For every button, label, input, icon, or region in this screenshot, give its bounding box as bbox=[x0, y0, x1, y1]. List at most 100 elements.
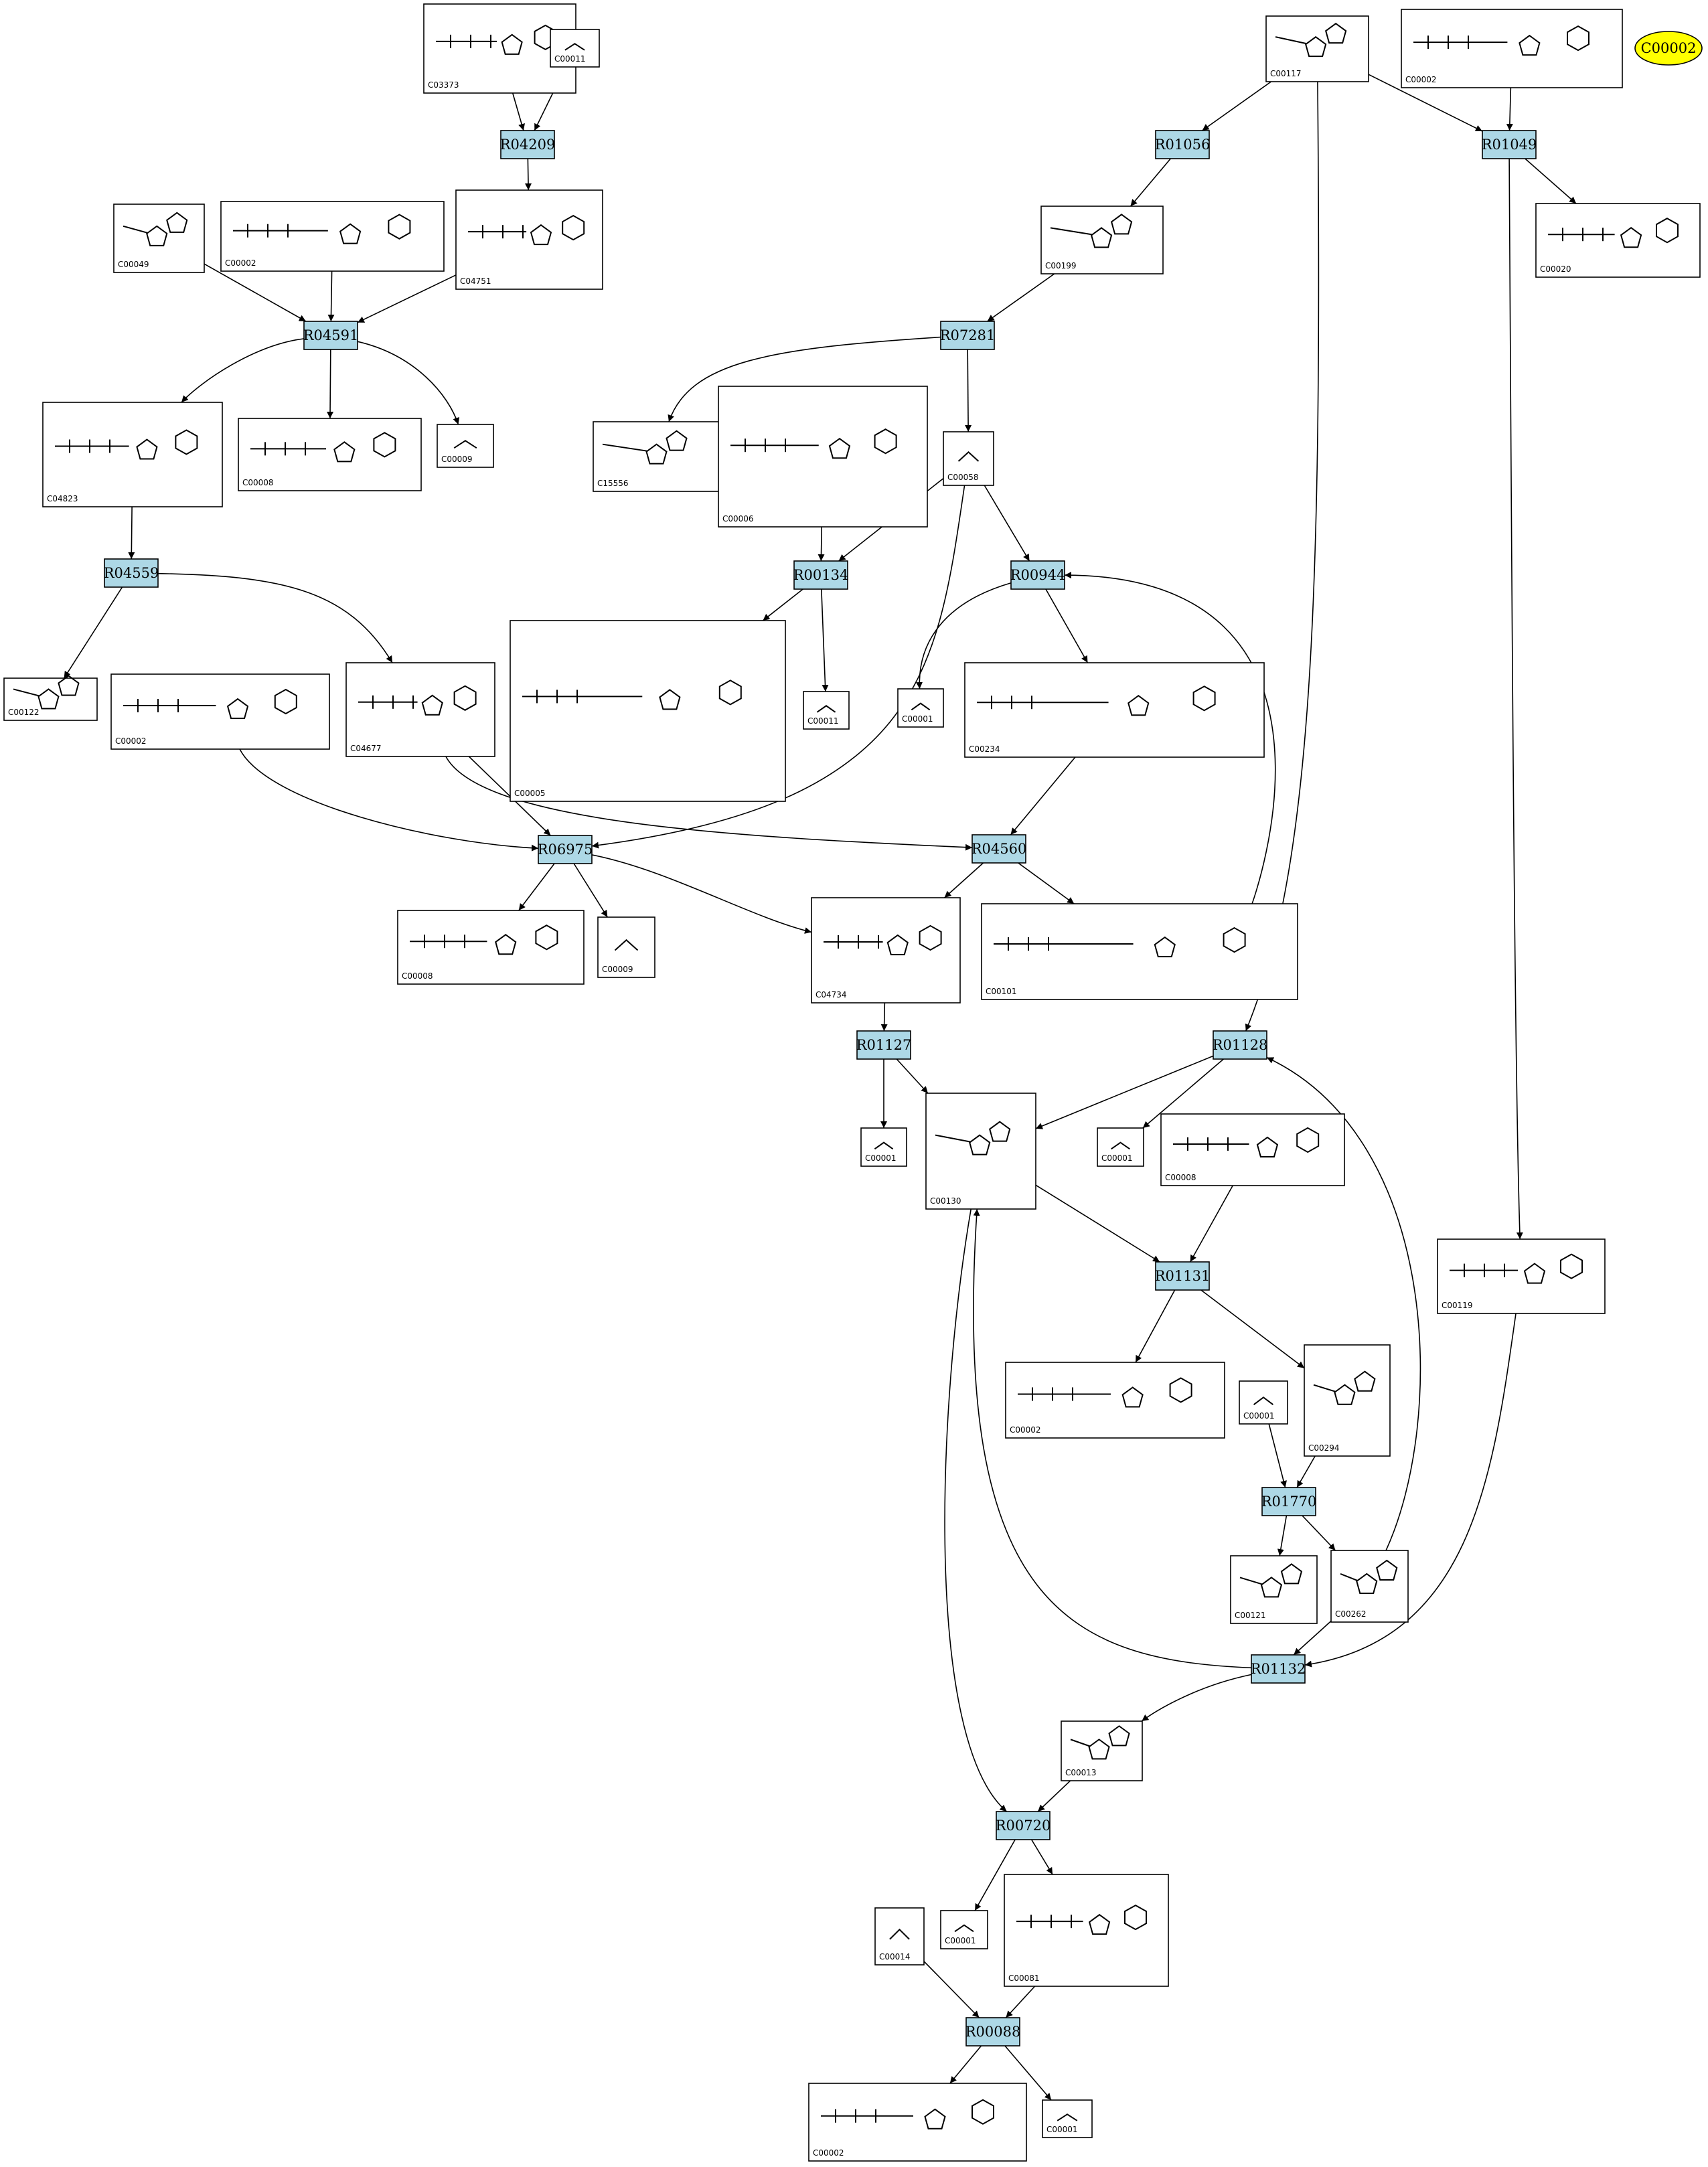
compound-node[interactable]: C00005 bbox=[510, 620, 786, 802]
structure-drawing bbox=[911, 702, 931, 711]
edge-R00720-c00001e bbox=[974, 1839, 1016, 1911]
structure-drawing bbox=[1018, 1377, 1192, 1408]
compound-box bbox=[808, 2083, 1027, 2162]
reaction-label: R04591 bbox=[303, 327, 359, 343]
compound-node[interactable]: C00011 bbox=[803, 691, 850, 730]
reaction-node[interactable]: R01127 bbox=[856, 1030, 912, 1060]
edge-R01132-c00013 bbox=[1141, 1674, 1252, 1722]
compound-node[interactable]: C00020 bbox=[1535, 203, 1701, 278]
compound-node[interactable]: C00002 bbox=[110, 673, 330, 750]
compound-label: C00001 bbox=[902, 714, 933, 724]
compound-node[interactable]: C00130 bbox=[925, 1093, 1036, 1210]
compound-node[interactable]: C15556 bbox=[593, 421, 721, 492]
edge-c00117-R01056 bbox=[1202, 81, 1271, 131]
compound-node[interactable]: C00001 bbox=[1239, 1380, 1288, 1425]
compound-node[interactable]: C00002 bbox=[1005, 1362, 1225, 1439]
edge-R06975-c00009b bbox=[573, 863, 608, 918]
compound-label: C00005 bbox=[514, 789, 546, 798]
compound-node[interactable]: C04677 bbox=[345, 662, 495, 757]
reaction-node[interactable]: R01128 bbox=[1213, 1030, 1268, 1060]
compound-box bbox=[943, 431, 994, 486]
compound-node[interactable]: C00001 bbox=[860, 1127, 907, 1167]
compound-node[interactable]: C04823 bbox=[42, 402, 223, 507]
reaction-node[interactable]: R04591 bbox=[303, 321, 359, 350]
edge-R01131-c00294 bbox=[1200, 1289, 1305, 1369]
compound-box bbox=[1330, 1550, 1409, 1623]
compound-node[interactable]: C00013 bbox=[1061, 1720, 1143, 1781]
compound-node[interactable]: C00008 bbox=[397, 910, 585, 985]
reaction-node[interactable]: R06975 bbox=[538, 835, 593, 864]
edge-c00058-R00944 bbox=[984, 485, 1030, 562]
reaction-box bbox=[996, 1811, 1051, 1840]
edge-c04677-R04560 bbox=[445, 756, 973, 851]
compound-box bbox=[510, 620, 786, 802]
edge-c04751-R04591 bbox=[357, 274, 457, 323]
compound-label: C03373 bbox=[428, 80, 459, 90]
reaction-node[interactable]: R00720 bbox=[996, 1811, 1051, 1840]
compound-node[interactable]: C00002 bbox=[220, 201, 445, 272]
compound-label: C00002 bbox=[1010, 1425, 1041, 1435]
selected-compound[interactable]: C00002 bbox=[1634, 31, 1703, 66]
compound-node[interactable]: C00119 bbox=[1437, 1238, 1606, 1314]
compound-node[interactable]: C00009 bbox=[437, 424, 494, 468]
structure-drawing bbox=[55, 429, 198, 460]
reaction-node[interactable]: R00088 bbox=[965, 2017, 1021, 2046]
edge-R01770-c00121 bbox=[1277, 1515, 1288, 1556]
compound-node[interactable]: C04734 bbox=[811, 897, 961, 1004]
reaction-node[interactable]: R07281 bbox=[940, 321, 996, 350]
compound-node[interactable]: C00122 bbox=[3, 675, 98, 721]
compound-node[interactable]: C04751 bbox=[455, 189, 603, 290]
compound-node[interactable]: C00081 bbox=[1004, 1874, 1169, 1987]
compound-label: C00013 bbox=[1065, 1768, 1097, 1777]
structure-drawing bbox=[977, 686, 1216, 716]
structure-drawing bbox=[1070, 1725, 1130, 1760]
compound-node[interactable]: C00001 bbox=[940, 1910, 988, 1949]
reaction-node[interactable]: R01132 bbox=[1251, 1654, 1306, 1684]
reaction-node[interactable]: R04560 bbox=[972, 834, 1027, 864]
compound-label: C00014 bbox=[879, 1952, 911, 1961]
compound-node[interactable]: C00002 bbox=[1401, 9, 1623, 88]
compound-node[interactable]: C00001 bbox=[897, 688, 944, 728]
compound-node[interactable]: C00199 bbox=[1040, 206, 1164, 274]
structure-drawing bbox=[1275, 23, 1347, 58]
compound-node[interactable]: C00101 bbox=[981, 903, 1298, 1000]
reaction-box bbox=[1155, 130, 1210, 159]
structure-drawing bbox=[935, 1121, 1011, 1155]
reaction-node[interactable]: R01131 bbox=[1155, 1261, 1211, 1291]
edge-R00088-c00002e bbox=[949, 2045, 982, 2084]
compound-node[interactable]: C00001 bbox=[1042, 2099, 1093, 2138]
reaction-node[interactable]: R01770 bbox=[1261, 1487, 1317, 1516]
compound-node[interactable]: C00008 bbox=[1160, 1113, 1345, 1186]
edge-R00944-c00234 bbox=[1045, 588, 1089, 663]
compound-box bbox=[1437, 1238, 1606, 1314]
reaction-node[interactable]: R00944 bbox=[1010, 560, 1066, 590]
compound-node[interactable]: C00014 bbox=[874, 1907, 925, 1965]
compound-box bbox=[940, 1910, 988, 1949]
edge-R01056-c00199 bbox=[1130, 158, 1171, 207]
compound-node[interactable]: C00121 bbox=[1230, 1555, 1318, 1624]
reaction-node[interactable]: R00134 bbox=[793, 560, 849, 590]
compound-node[interactable]: C00058 bbox=[943, 431, 994, 486]
compound-node[interactable]: C00001 bbox=[1097, 1127, 1144, 1167]
compound-node[interactable]: C00009 bbox=[597, 916, 655, 978]
reaction-node[interactable]: R01056 bbox=[1155, 130, 1211, 159]
edge-c00117-R01049 bbox=[1368, 74, 1483, 132]
compound-node[interactable]: C00008 bbox=[238, 418, 422, 491]
compound-node[interactable]: C00006 bbox=[718, 386, 928, 528]
compound-node[interactable]: C00262 bbox=[1330, 1550, 1409, 1623]
compound-label: C00119 bbox=[1442, 1301, 1473, 1310]
compound-node[interactable]: C00002 bbox=[808, 2083, 1027, 2162]
edge-R00088-c00001f bbox=[1004, 2045, 1052, 2101]
compound-node[interactable]: C00117 bbox=[1265, 15, 1369, 82]
compound-node[interactable]: C00294 bbox=[1304, 1344, 1391, 1457]
reaction-label: R01127 bbox=[856, 1037, 912, 1053]
compound-node[interactable]: C00011 bbox=[550, 29, 600, 68]
compound-node[interactable]: C00049 bbox=[113, 204, 205, 273]
edge-c00002b-R06975 bbox=[239, 748, 539, 852]
edge-c00234-R04560 bbox=[1010, 756, 1076, 835]
reaction-node[interactable]: R04209 bbox=[500, 130, 556, 159]
compound-node[interactable]: C00234 bbox=[964, 662, 1265, 758]
reaction-node[interactable]: R01049 bbox=[1482, 130, 1537, 159]
compound-label: C00001 bbox=[945, 1936, 976, 1945]
reaction-node[interactable]: R04559 bbox=[104, 558, 159, 588]
